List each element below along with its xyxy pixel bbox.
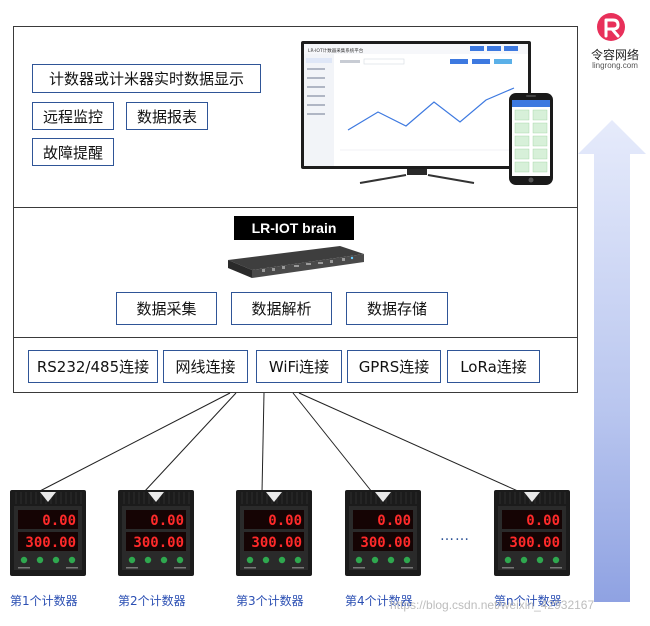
device-reading-bottom: 300.00: [25, 535, 76, 551]
function-data-parsing: 数据解析: [231, 292, 332, 325]
counter-label-3: 第3个计数器: [236, 594, 304, 608]
device-reading-bottom: 300.00: [133, 535, 184, 551]
device-reading-top: 0.00: [526, 513, 560, 529]
device-reading-top: 0.00: [377, 513, 411, 529]
connection-gprs: GPRS连接: [347, 350, 441, 383]
divider-bottom: [13, 337, 578, 338]
server-illustration: [228, 246, 364, 278]
function-data-storage: 数据存储: [346, 292, 448, 325]
ellipsis: ……: [440, 528, 470, 544]
logo-icon: [597, 13, 625, 41]
watermark: https://blog.csdn.net/weixin_42932167: [390, 598, 595, 612]
counter-device-2: 0.00 300.00: [118, 490, 194, 576]
counter-device-1: 0.00 300.00: [10, 490, 86, 576]
connection-wifi: WiFi连接: [256, 350, 342, 383]
counter-device-n: 0.00 300.00: [494, 490, 570, 576]
logo-text: 令容网络: [590, 48, 639, 62]
counter-label-2: 第2个计数器: [118, 594, 186, 608]
device-reading-top: 0.00: [42, 513, 76, 529]
counter-device-3: 0.00 300.00: [236, 490, 312, 576]
logo-subtext: lingrong.com: [592, 61, 638, 70]
function-data-collection: 数据采集: [116, 292, 217, 325]
architecture-frame: [13, 26, 578, 393]
feature-remote-monitor: 远程监控: [32, 102, 114, 130]
monitor-illustration: LR-IOT计数器采集系统平台: [301, 41, 531, 184]
connection-lora: LoRa连接: [447, 350, 540, 383]
device-reading-bottom: 300.00: [251, 535, 302, 551]
feature-realtime-display: 计数器或计米器实时数据显示: [32, 64, 261, 93]
connection-rs232-485: RS232/485连接: [28, 350, 158, 383]
feature-fault-alert: 故障提醒: [32, 138, 114, 166]
divider-top: [13, 207, 578, 208]
upward-arrow: [578, 120, 646, 602]
counter-label-4: 第4个计数器: [345, 594, 413, 608]
device-reading-bottom: 300.00: [360, 535, 411, 551]
counter-label-n: 第n个计数器: [494, 594, 562, 608]
counter-device-4: 0.00 300.00: [345, 490, 421, 576]
counter-label-1: 第1个计数器: [10, 594, 78, 608]
phone-illustration: [509, 93, 553, 185]
connection-ethernet: 网线连接: [163, 350, 248, 383]
device-reading-top: 0.00: [268, 513, 302, 529]
feature-data-report: 数据报表: [126, 102, 208, 130]
device-reading-top: 0.00: [150, 513, 184, 529]
brain-title: LR-IOT brain: [234, 216, 354, 240]
device-reading-bottom: 300.00: [509, 535, 560, 551]
monitor-app-title: LR-IOT计数器采集系统平台: [308, 47, 364, 54]
